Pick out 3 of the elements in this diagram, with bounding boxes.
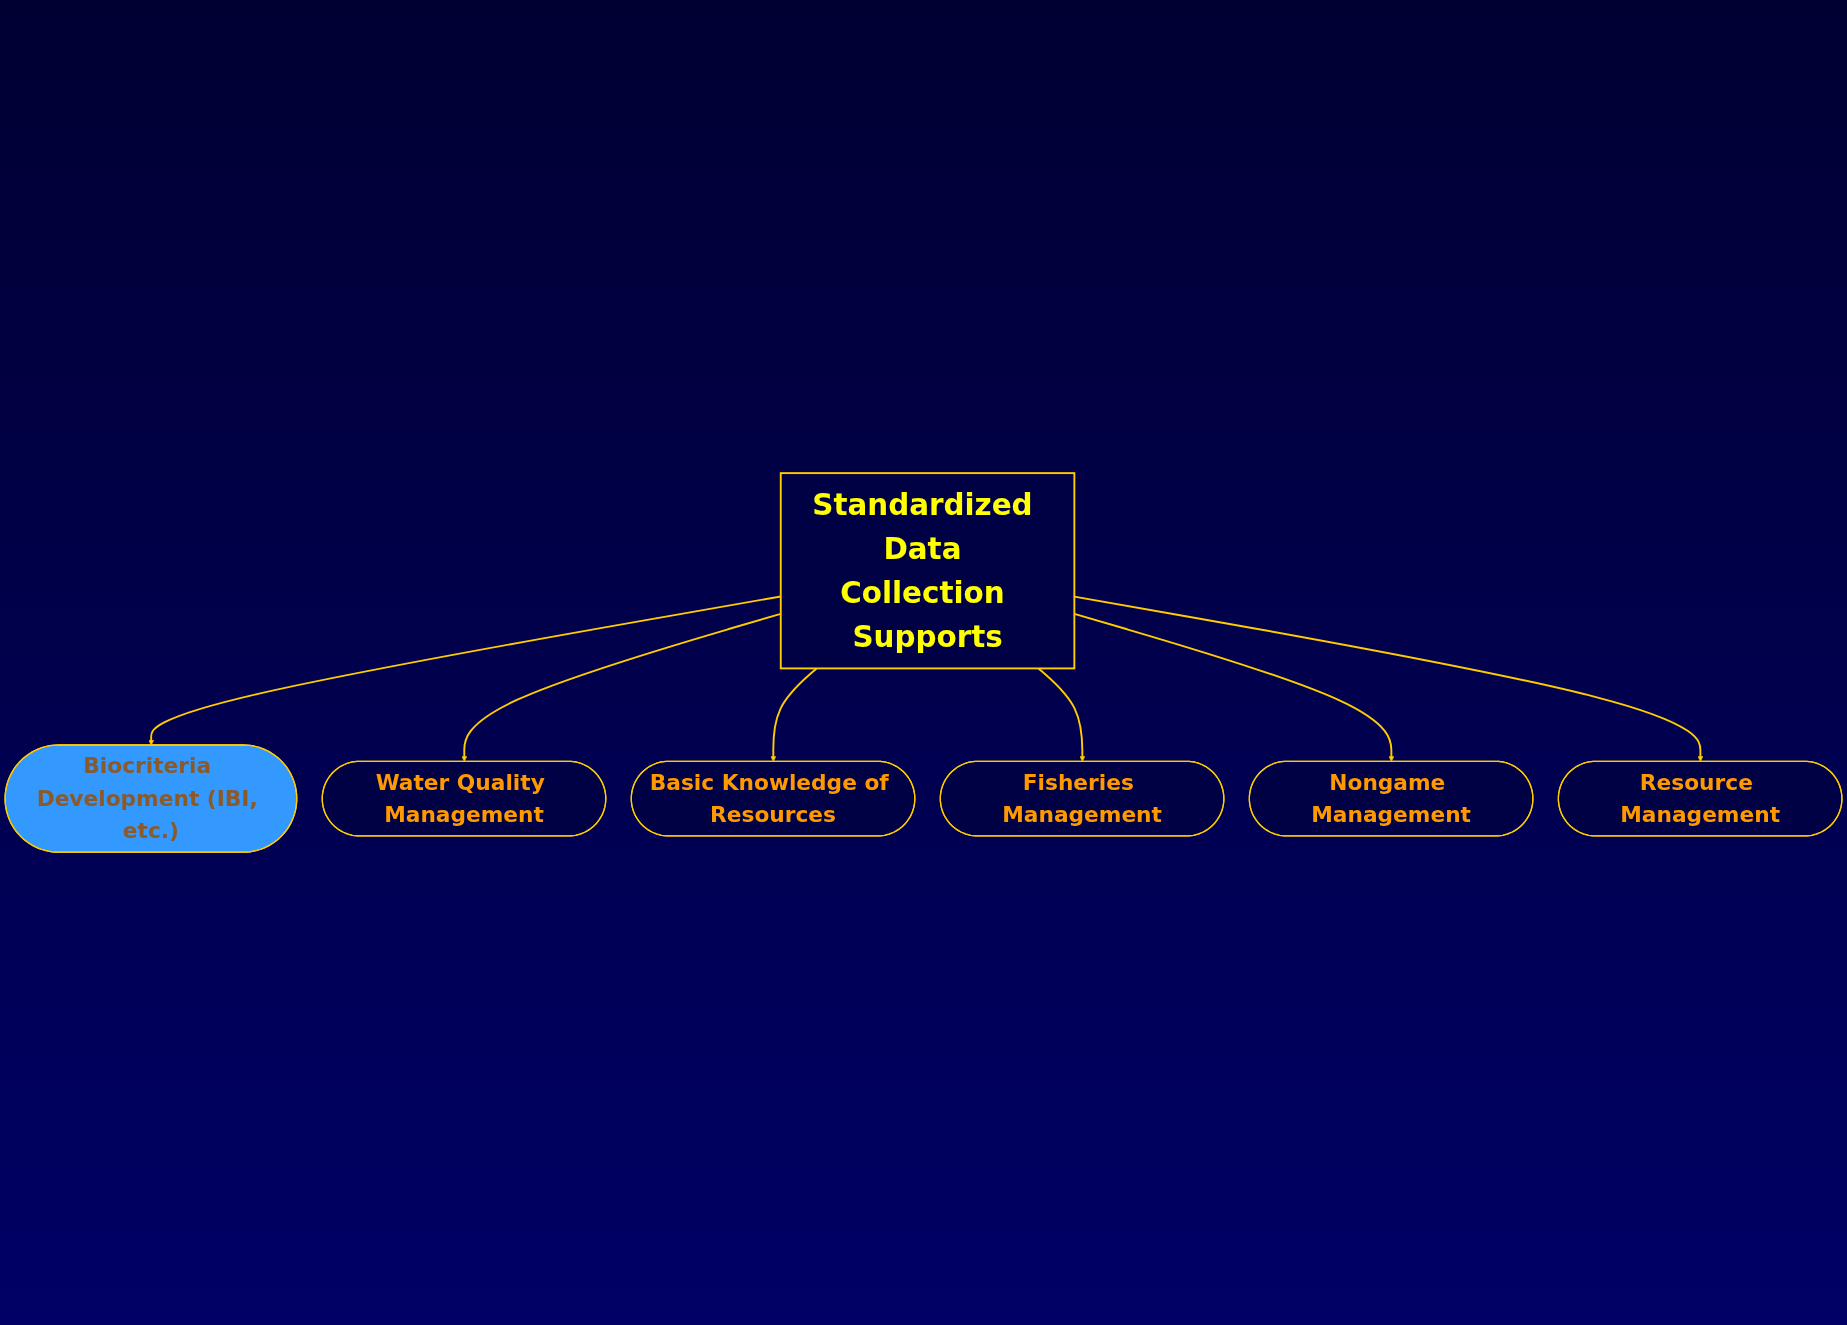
- node-box: Standardized Data Collection Supports: [779, 471, 1076, 670]
- arrow: [770, 667, 818, 762]
- arrow: [1037, 667, 1086, 762]
